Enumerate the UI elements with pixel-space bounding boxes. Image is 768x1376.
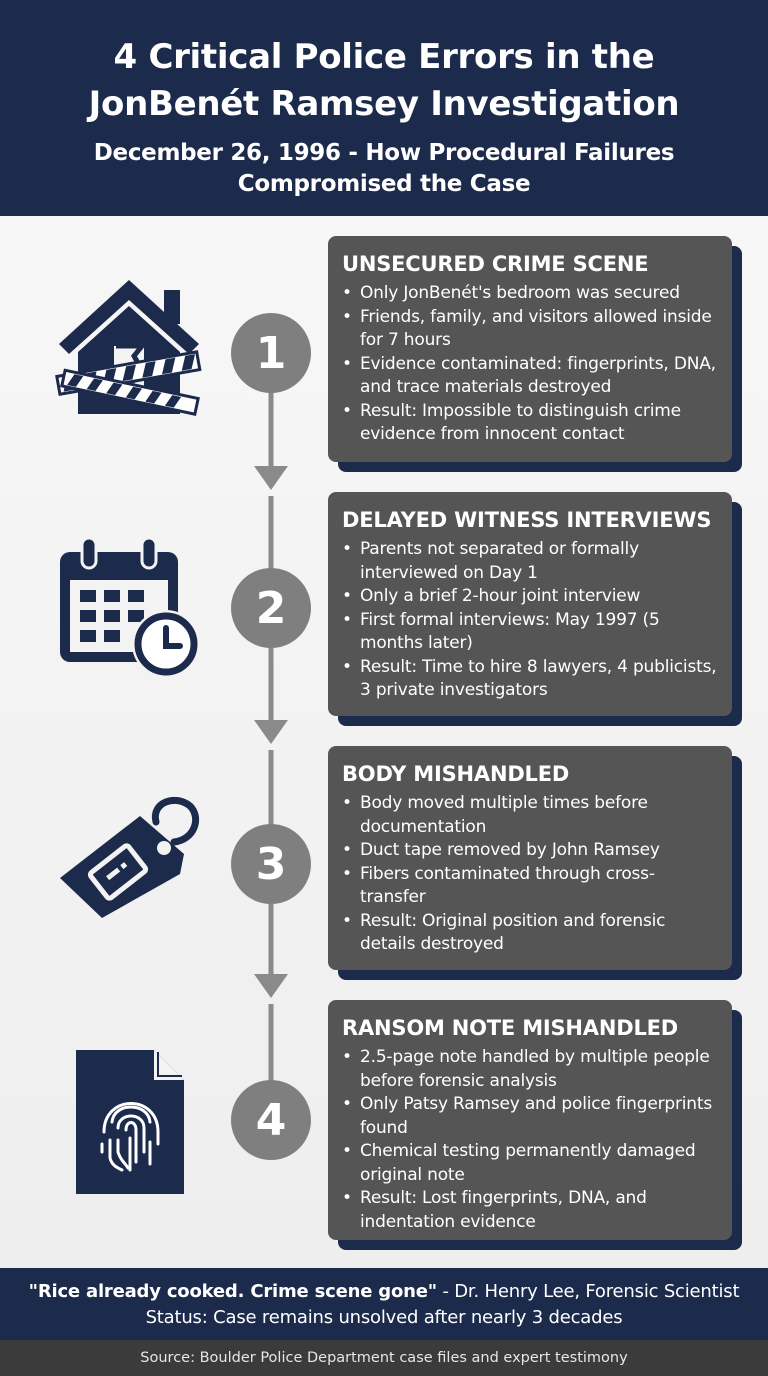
bullet-item: Chemical testing permanently damaged ori… <box>342 1140 718 1187</box>
subtitle-line-2: Compromised the Case <box>237 171 531 197</box>
bullet-item: Friends, family, and visitors allowed in… <box>342 306 718 353</box>
footer-banner: "Rice already cooked. Crime scene gone" … <box>0 1268 768 1340</box>
step-number-3: 3 <box>231 824 311 904</box>
card-title-1: UNSECURED CRIME SCENE <box>342 252 649 276</box>
bullet-list-1: Only JonBenét's bedroom was secured Frie… <box>342 282 718 447</box>
title-line-2: JonBenét Ramsey Investigation <box>88 84 680 124</box>
bullet-item: Evidence contaminated: fingerprints, DNA… <box>342 353 718 400</box>
arrow-head-2 <box>254 720 288 744</box>
bullet-item: Only JonBenét's bedroom was secured <box>342 282 718 306</box>
header-banner: 4 Critical Police Errors in the JonBenét… <box>0 0 768 216</box>
step-number-1: 1 <box>231 313 311 393</box>
bullet-item: First formal interviews: May 1997 (5 mon… <box>342 609 718 656</box>
bullet-item: Parents not separated or formally interv… <box>342 538 718 585</box>
calendar-clock-icon <box>60 536 200 678</box>
evidence-tag-icon <box>60 796 199 918</box>
source-note: Source: Boulder Police Department case f… <box>0 1340 768 1376</box>
error-card-3: BODY MISHANDLED Body moved multiple time… <box>328 746 732 970</box>
bullet-item: Only a brief 2-hour joint interview <box>342 585 718 609</box>
house-crime-tape-icon <box>55 280 202 416</box>
card-title-2: DELAYED WITNESS INTERVIEWS <box>342 508 712 532</box>
bullet-item: Only Patsy Ramsey and police fingerprint… <box>342 1093 718 1140</box>
bullet-item: Fibers contaminated through cross-transf… <box>342 863 718 910</box>
title-line-1: 4 Critical Police Errors in the <box>113 37 655 77</box>
card-title-4: RANSOM NOTE MISHANDLED <box>342 1016 679 1040</box>
quote-attribution: - Dr. Henry Lee, Forensic Scientist <box>436 1281 740 1302</box>
quote-text: "Rice already cooked. Crime scene gone" <box>28 1281 437 1302</box>
subtitle-line-1: December 26, 1996 - How Procedural Failu… <box>93 140 675 166</box>
bullet-item: Body moved multiple times before documen… <box>342 792 718 839</box>
bullet-list-2: Parents not separated or formally interv… <box>342 538 718 703</box>
expert-quote: "Rice already cooked. Crime scene gone" … <box>0 1280 768 1304</box>
bullet-item: Result: Time to hire 8 lawyers, 4 public… <box>342 656 718 703</box>
step-number-2: 2 <box>231 568 311 648</box>
bullet-item: 2.5-page note handled by multiple people… <box>342 1046 718 1093</box>
page-subtitle: December 26, 1996 - How Procedural Failu… <box>0 138 768 200</box>
bullet-item: Duct tape removed by John Ramsey <box>342 839 718 863</box>
bullet-item: Result: Original position and forensic d… <box>342 910 718 957</box>
case-status: Status: Case remains unsolved after near… <box>145 1307 623 1328</box>
card-title-3: BODY MISHANDLED <box>342 762 570 786</box>
bullet-list-4: 2.5-page note handled by multiple people… <box>342 1046 718 1234</box>
bullet-item: Result: Impossible to distinguish crime … <box>342 400 718 447</box>
error-card-1: UNSECURED CRIME SCENE Only JonBenét's be… <box>328 236 732 462</box>
page-title: 4 Critical Police Errors in the JonBenét… <box>0 34 768 128</box>
arrow-head-1 <box>254 466 288 490</box>
error-card-4: RANSOM NOTE MISHANDLED 2.5-page note han… <box>328 1000 732 1240</box>
arrow-head-3 <box>254 974 288 998</box>
bullet-list-3: Body moved multiple times before documen… <box>342 792 718 957</box>
step-number-4: 4 <box>231 1080 311 1160</box>
bullet-item: Result: Lost fingerprints, DNA, and inde… <box>342 1187 718 1234</box>
fingerprint-document-icon <box>76 1050 184 1194</box>
error-card-2: DELAYED WITNESS INTERVIEWS Parents not s… <box>328 492 732 716</box>
